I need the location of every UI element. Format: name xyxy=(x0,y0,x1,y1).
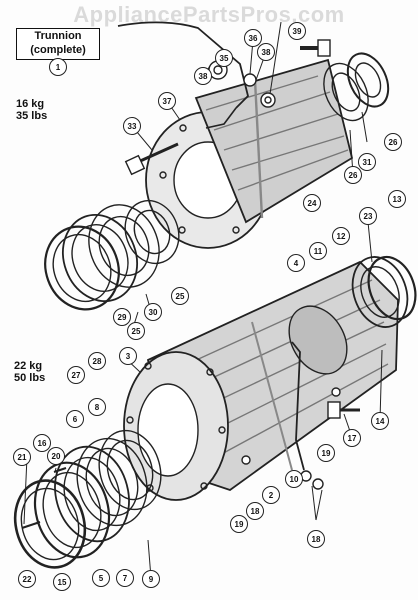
lower-weight-lbs: 50 lbs xyxy=(14,372,46,384)
upper-left-bearing-rings xyxy=(44,199,180,311)
callout-36[interactable]: 36 xyxy=(244,29,262,47)
callout-19-right[interactable]: 19 xyxy=(317,444,335,462)
callout-33[interactable]: 33 xyxy=(123,117,141,135)
callout-15[interactable]: 15 xyxy=(53,573,71,591)
callout-6[interactable]: 6 xyxy=(66,410,84,428)
callout-1[interactable]: 1 xyxy=(49,58,67,76)
callout-35[interactable]: 35 xyxy=(215,49,233,67)
callout-10[interactable]: 10 xyxy=(285,470,303,488)
callout-16[interactable]: 16 xyxy=(33,434,51,452)
callout-22[interactable]: 22 xyxy=(18,570,36,588)
lower-weight-kg: 22 kg xyxy=(14,360,43,372)
callout-37[interactable]: 37 xyxy=(158,92,176,110)
lower-flange-plate xyxy=(123,351,229,501)
callout-3[interactable]: 3 xyxy=(119,347,137,365)
callout-12[interactable]: 12 xyxy=(332,227,350,245)
callout-26-right[interactable]: 26 xyxy=(384,133,402,151)
callout-18-left[interactable]: 18 xyxy=(246,502,264,520)
lower-left-bearing-rings xyxy=(13,429,162,569)
upper-housing-body xyxy=(194,58,354,224)
callout-27[interactable]: 27 xyxy=(67,366,85,384)
callout-29[interactable]: 29 xyxy=(113,308,131,326)
callout-26-left[interactable]: 26 xyxy=(344,166,362,184)
callout-17[interactable]: 17 xyxy=(343,429,361,447)
callout-5[interactable]: 5 xyxy=(92,569,110,587)
lower-grease-tube xyxy=(291,341,324,490)
callout-25-upper[interactable]: 25 xyxy=(171,287,189,305)
grease-tube xyxy=(117,21,276,129)
callout-28[interactable]: 28 xyxy=(88,352,106,370)
callout-38-left[interactable]: 38 xyxy=(194,67,212,85)
upper-weight-kg: 16 kg xyxy=(16,98,45,110)
title-line-1: Trunnion xyxy=(34,30,82,42)
callout-39[interactable]: 39 xyxy=(288,22,306,40)
top-right-bolt xyxy=(300,39,331,57)
small-screws xyxy=(21,455,251,529)
callout-4[interactable]: 4 xyxy=(287,254,305,272)
title-line-2: (complete) xyxy=(30,44,86,56)
upper-bolt xyxy=(124,142,179,176)
lower-right-seal-rings xyxy=(351,255,417,328)
callout-8[interactable]: 8 xyxy=(88,398,106,416)
callout-25-lower[interactable]: 25 xyxy=(127,322,145,340)
callout-18-right[interactable]: 18 xyxy=(307,530,325,548)
upper-weight-lbs: 35 lbs xyxy=(16,110,48,122)
callout-31[interactable]: 31 xyxy=(358,153,376,171)
callout-38-right[interactable]: 38 xyxy=(257,43,275,61)
callout-2[interactable]: 2 xyxy=(262,486,280,504)
callout-20[interactable]: 20 xyxy=(47,447,65,465)
leader-lines xyxy=(23,21,383,579)
upper-weight-label: 16 kg 35 lbs xyxy=(16,98,47,122)
callout-11[interactable]: 11 xyxy=(309,242,327,260)
callout-30[interactable]: 30 xyxy=(144,303,162,321)
callout-13[interactable]: 13 xyxy=(388,190,406,208)
upper-right-seal-rings xyxy=(323,52,390,122)
callout-9[interactable]: 9 xyxy=(142,570,160,588)
callout-19-lower[interactable]: 19 xyxy=(230,515,248,533)
callout-21[interactable]: 21 xyxy=(13,448,31,466)
lower-weight-label: 22 kg 50 lbs xyxy=(14,360,45,384)
callout-23[interactable]: 23 xyxy=(359,207,377,225)
title-box: Trunnion (complete) xyxy=(16,28,100,60)
lower-bolt xyxy=(327,387,360,419)
callout-14[interactable]: 14 xyxy=(371,412,389,430)
callout-24[interactable]: 24 xyxy=(303,194,321,212)
callout-7[interactable]: 7 xyxy=(116,569,134,587)
